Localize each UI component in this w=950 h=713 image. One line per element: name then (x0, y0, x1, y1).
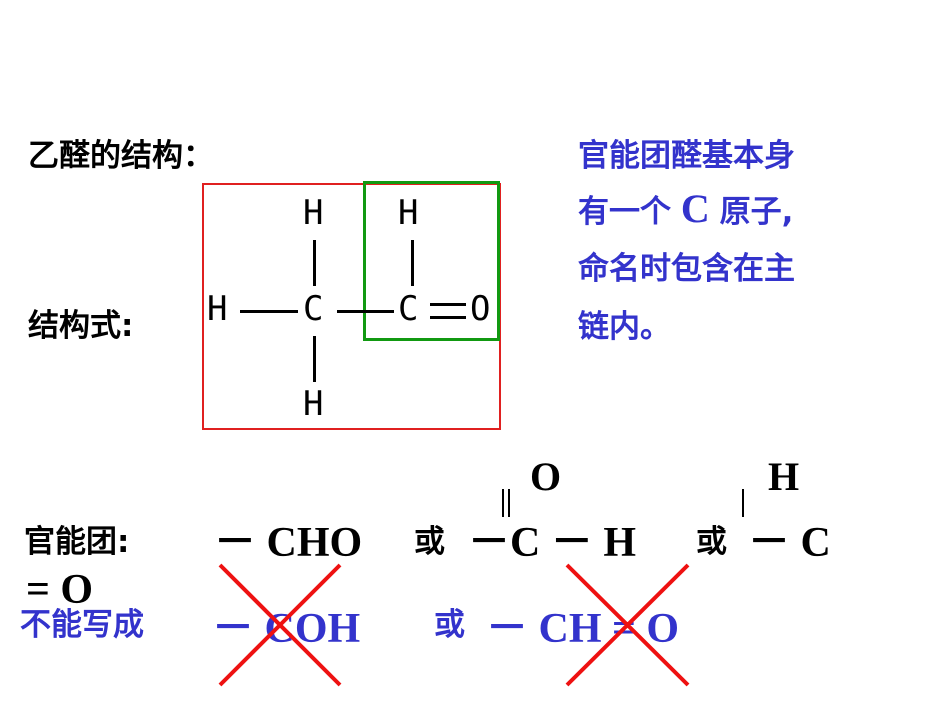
cross-1-line-b (218, 563, 342, 687)
functional-group-cho: － CHO (214, 520, 363, 566)
note-line-3: 命名时包含在主 (578, 251, 795, 287)
cross-2-line-b (565, 563, 690, 687)
bond-c1-c2 (337, 310, 394, 313)
form3-bond (742, 489, 744, 517)
atom-h-top-left: H (303, 193, 324, 233)
molecule-red-box (202, 183, 501, 430)
or-label-2: 或 (696, 524, 727, 560)
bond-c2-o-lower (430, 316, 466, 319)
form3-tail: = O (26, 567, 94, 613)
aldehyde-group-green-box (363, 181, 500, 341)
or-label-1: 或 (414, 524, 445, 560)
note-line-2: 有一个 C 原子, (578, 185, 793, 232)
bond-c1-h-top (313, 240, 316, 286)
atom-h-top-right: H (398, 193, 419, 233)
note-line-2b: C (680, 186, 710, 231)
page-heading: 乙醛的结构： (28, 138, 214, 174)
note-line-2c: 原子, (719, 194, 794, 230)
atom-o: O (470, 289, 491, 329)
structural-formula-label: 结构式: (28, 308, 134, 344)
bond-c2-h-top (411, 240, 414, 286)
form3-main: － C (748, 520, 831, 566)
atom-c2: C (398, 289, 419, 329)
bond-h-c1 (240, 310, 298, 313)
form2-double-bond-left (502, 489, 504, 517)
atom-h-left: H (207, 289, 228, 329)
note-line-1: 官能团醛基本身 (578, 138, 795, 174)
wrong-forms-label: 不能写成 (20, 607, 144, 643)
wrong-forms-or: 或 (434, 607, 465, 643)
bond-c2-o-upper (430, 303, 466, 306)
note-line-4: 链内。 (578, 309, 671, 345)
form2-double-bond-right (508, 489, 510, 517)
bond-c1-h-bottom (313, 336, 316, 382)
atom-c1: C (303, 289, 324, 329)
form2-main: －C － H (468, 520, 637, 566)
functional-group-label: 官能团: (24, 524, 130, 560)
form2-top-o: O (530, 454, 562, 499)
note-line-2a: 有一个 (578, 194, 671, 230)
form3-top-h: H (768, 454, 800, 499)
atom-h-bottom: H (303, 384, 324, 424)
